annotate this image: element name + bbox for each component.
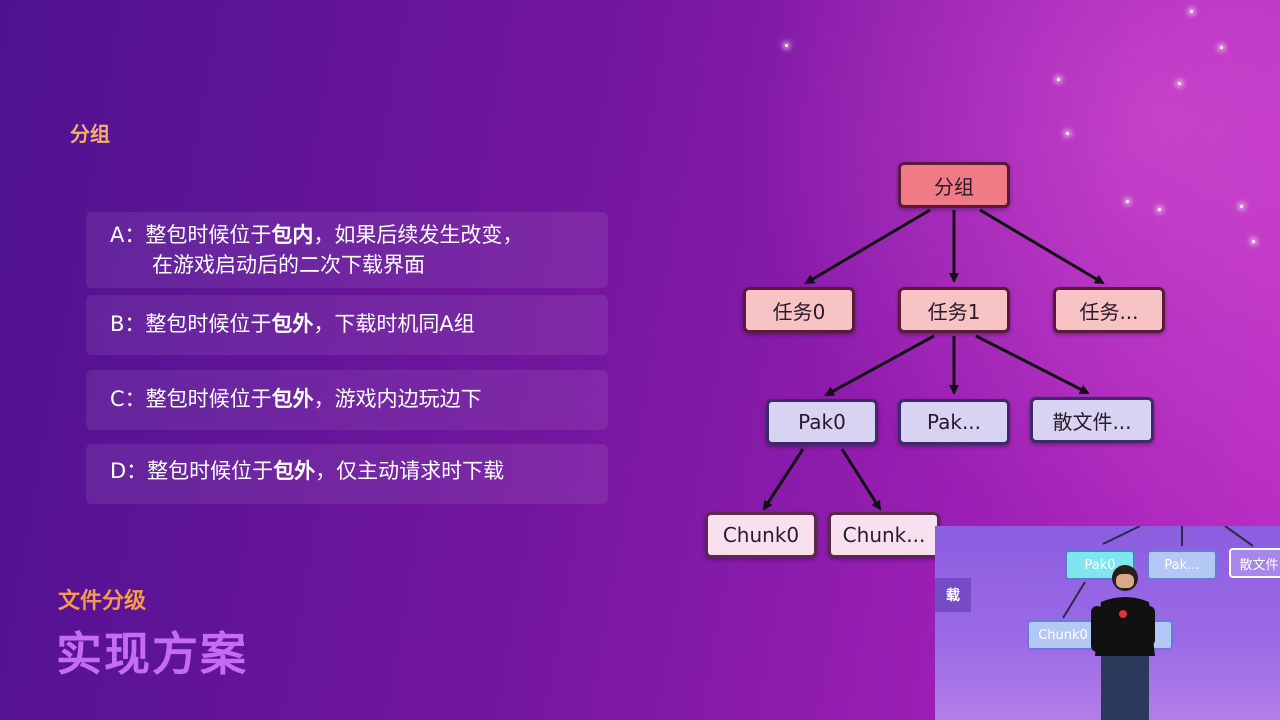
option-d-prefix: D：整包时候位于 [110, 459, 274, 483]
pip-node-pak2: 散文件 [1229, 548, 1280, 578]
speaker-face [1116, 574, 1134, 588]
speaker-figure [1091, 565, 1155, 720]
option-d-bold: 包外 [273, 459, 316, 483]
pip-edge-a [1102, 526, 1141, 545]
tree-node-task2: 任务... [1053, 287, 1165, 333]
pip-edge-c [1224, 526, 1254, 547]
footer-title: 实现方案 [56, 627, 248, 681]
section-title: 分组 [70, 122, 110, 146]
star [1158, 208, 1161, 211]
tree-node-pak0: Pak0 [766, 399, 878, 445]
star [785, 44, 788, 47]
option-b-prefix: B：整包时候位于 [110, 312, 272, 336]
option-a-line2: 在游戏启动后的二次下载界面 [152, 253, 425, 277]
speaker-video-overlay: 载 Pak0 Pak... 散文件 Chunk0 [935, 526, 1280, 720]
edge-task1-pak2 [975, 334, 1090, 395]
edge-pak0-chunk1 [840, 448, 882, 511]
option-c-prefix: C：整包时候位于 [110, 387, 272, 411]
tree-node-pak1: Pak... [898, 399, 1010, 445]
star [1057, 78, 1060, 81]
tree-node-pak2: 散文件... [1030, 397, 1154, 443]
option-c-suffix: ，游戏内边玩边下 [313, 387, 482, 411]
option-a-prefix: A：整包时候位于 [110, 223, 272, 247]
option-d: D：整包时候位于包外，仅主动请求时下载 [86, 444, 608, 504]
speaker-arm-left [1091, 606, 1103, 652]
speaker-legs [1101, 656, 1149, 720]
pip-node-chunk0: Chunk0 [1027, 620, 1099, 650]
star [1178, 82, 1181, 85]
option-a-bold: 包内 [271, 223, 314, 247]
speaker-torso [1095, 597, 1155, 656]
pip-node-pak1: Pak... [1147, 550, 1217, 580]
option-a: A：整包时候位于包内，如果后续发生改变， 在游戏启动后的二次下载界面 [86, 212, 608, 288]
star [1126, 200, 1129, 203]
option-b: B：整包时候位于包外，下载时机同A组 [86, 295, 608, 355]
tree-node-chunk0: Chunk0 [705, 512, 817, 558]
star [1190, 10, 1193, 13]
tree-node-task0: 任务0 [743, 287, 855, 333]
edge-root-task0 [804, 208, 931, 285]
star [1252, 240, 1255, 243]
edge-pak0-chunk0 [762, 448, 805, 511]
option-a-suffix: ，如果后续发生改变， [313, 223, 524, 247]
edge-task1-pak0 [824, 334, 935, 397]
star [1220, 46, 1223, 49]
tree-node-task1: 任务1 [898, 287, 1010, 333]
footer-subtitle: 文件分级 [58, 589, 147, 614]
tree-node-chunk1: Chunk... [828, 512, 940, 558]
speaker-mic [1119, 610, 1127, 618]
option-d-suffix: ，仅主动请求时下载 [315, 459, 505, 483]
option-c: C：整包时候位于包外，游戏内边玩边下 [86, 370, 608, 430]
star [1240, 205, 1243, 208]
option-c-bold: 包外 [271, 387, 314, 411]
star [1066, 132, 1069, 135]
pip-edges [1062, 526, 1254, 619]
speaker-arm-right [1143, 606, 1155, 646]
option-b-bold: 包外 [271, 312, 314, 336]
tree-node-root: 分组 [898, 162, 1010, 208]
edge-root-task2 [979, 208, 1105, 285]
pip-edge-d [1062, 581, 1086, 619]
option-b-suffix: ，下载时机同A组 [313, 312, 475, 336]
pip-partial-label: 载 [935, 578, 971, 612]
